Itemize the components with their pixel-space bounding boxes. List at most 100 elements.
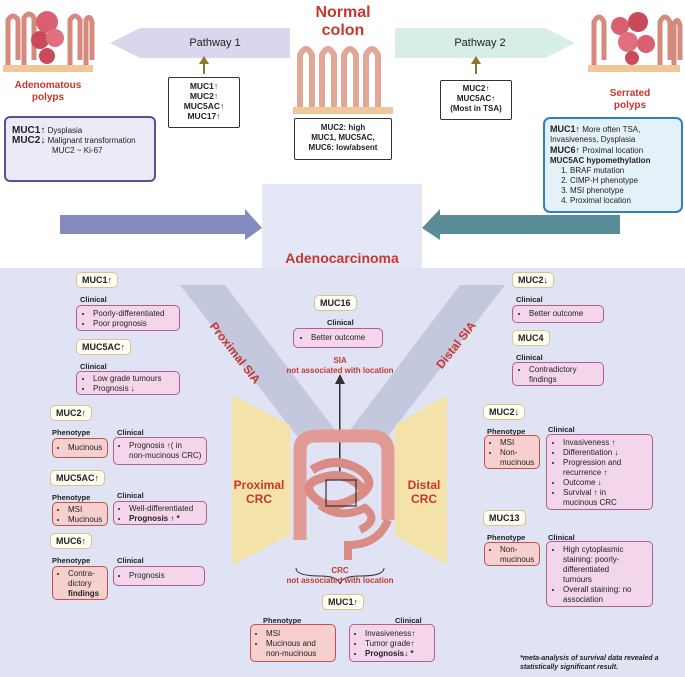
right-muc13-clinical-box: High cytoplasmic staining: poorly- diffe… [546,541,653,607]
clinical-item: Outcome ↓ [563,478,649,488]
footnote: *meta-analysis of survival data revealed… [520,655,659,671]
serr-item: Proximal location [570,196,676,206]
phenotype-item: Mucinous [68,515,105,525]
distal-sia-beam [350,285,505,440]
clinical-item: tumours [563,575,592,584]
pathway2-mucin-box: MUC2↑ MUC5AC↑ (Most in TSA) [440,80,512,120]
left-muc2-phenotype-box: Mucinous [52,438,108,458]
phenotype-item: Contra- [68,569,105,579]
normal-line3: MUC6: low/absent [308,143,378,152]
adenocarcinoma-title: Adenocarcinoma [285,250,399,266]
sia-location-note: SIA not associated with location [286,356,394,375]
distal-crc-shape [395,395,447,565]
clinical-item: Prognosis↓ * [365,649,432,659]
clinical-item: Better outcome [529,309,600,319]
clinical-item: findings [529,375,557,384]
pathway2-label: Pathway 2 [454,37,506,49]
left-muc2-gene: MUC2↑ [50,405,93,421]
clinical-item: Well-differentiated [129,504,204,514]
right-muc2-sia-gene: MUC2↓ [512,272,555,288]
clinical-item: Overall staining: no [563,585,649,595]
adenomatous-polyp-illustration [3,11,95,72]
center-muc1-gene: MUC1↑ [322,594,365,610]
clinical-item: recurrence ↑ [563,468,608,477]
left-muc1-clinical-box: Poorly-differentiatedPoor prognosis [76,305,180,331]
clinical-item: association [563,595,604,604]
left-muc5ac-sia-clinical-box: Low grade tumoursPrognosis ↓ [76,371,180,395]
clinical-item: Invasiveness ↑ [563,438,649,448]
aden-ki67: MUC2 ~ Ki-67 [52,146,103,155]
adenomatous-polyps-title: Adenomatous polyps [14,80,82,103]
clinical-item: High cytoplasmic [563,545,649,555]
clinical-item: differentiated [563,565,610,574]
right-muc13-clinical-label: Clinical [548,533,575,542]
pathway1-mucin-box: MUC1↑ MUC2↑ MUC5AC↑ MUC17↑ [168,77,240,128]
left-muc5ac-crc-phenotype-label: Phenotype [52,493,91,502]
left-muc5ac-crc-phenotype-box: MSIMucinous [52,502,108,526]
phenotype-item: Mucinous and [266,639,333,649]
serr-item: CIMP-H phenotype [570,176,676,186]
normal-line1: MUC2: high [320,123,366,132]
clinical-item: staining: poorly- [563,555,620,564]
phenotype-item: findings [68,589,100,598]
pathway1-arrow [110,28,290,58]
serr-muc1: MUC1↑ [550,124,581,134]
phenotype-item: MSI [266,629,333,639]
serrated-mucin-box: MUC1↑ More often TSA, Invasiveness, Dysp… [543,117,683,213]
center-muc16-gene: MUC16 [314,295,357,311]
phenotype-item: mucinous [500,555,535,564]
center-muc1-phenotype-label: Phenotype [263,616,302,625]
left-muc2-clinical-label: Clinical [117,428,144,437]
aden-muc1: MUC1↑ [12,125,46,136]
phenotype-item: mucinous [500,458,535,467]
center-muc16-clinical-label: Clinical [327,318,354,327]
clinical-item: non-mucinous CRC) [129,451,202,460]
aden-dysplasia: Dysplasia [47,126,83,135]
right-big-arrow [422,209,620,240]
left-muc5ac-sia-gene: MUC5AC↑ [76,339,132,355]
phenotype-item: dictory [68,579,92,588]
clinical-item: Prognosis ↑( in [129,441,204,451]
p1-muc2: MUC2↑ [189,91,219,101]
serrated-polyps-title: Serrated polyps [609,88,651,111]
clinical-item: Poorly-differentiated [93,309,176,319]
normal-colon-illustration [293,46,393,114]
right-muc2-crc-clinical-label: Clinical [548,425,575,434]
clinical-item: Prognosis ↓ [93,384,176,394]
serr-item: BRAF mutation [570,166,676,176]
clinical-item: Prognosis ↑ * [129,514,204,524]
right-muc2-crc-phenotype-label: Phenotype [487,427,526,436]
left-muc1-clinical-label: Clinical [80,295,107,304]
clinical-item: Survival ↑ in [563,488,649,498]
aden-muc2: MUC2↓ [12,135,46,146]
pathway1-label: Pathway 1 [189,37,241,49]
phenotype-item: MSI [500,438,537,448]
distal-crc-label: Distal CRC [407,478,441,506]
clinical-item: Prognosis [129,571,202,581]
clinical-item: Progression and [563,458,649,468]
right-muc2-sia-clinical-box: Better outcome [512,305,604,323]
serrated-polyp-illustration [588,12,683,72]
p2-note: (Most in TSA) [450,104,502,113]
right-muc2-crc-gene: MUC2↓ [483,404,526,420]
left-muc5ac-crc-clinical-box: Well-differentiatedPrognosis ↑ * [113,501,207,525]
phenotype-item: MSI [68,505,105,515]
adenocarcinoma-panel [262,184,422,268]
phenotype-item: non-mucinous [266,649,317,658]
up-arrow-left [199,56,209,74]
adenomatous-mucin-box: MUC1↑ Dysplasia MUC2↓ Malignant transfor… [4,116,156,182]
serr-proximal: Proximal location [582,146,644,155]
serr-invasiveness: Invasiveness, Dysplasia [550,135,636,144]
phenotype-item: Non- [500,448,537,458]
p2-muc5ac: MUC5AC↑ [456,94,496,103]
left-muc6-clinical-box: Prognosis [113,566,205,586]
clinical-item: Invasiveness↑ [365,629,432,639]
clinical-item: mucinous CRC [563,498,617,507]
left-muc6-gene: MUC6↑ [50,533,93,549]
clinical-item: Better outcome [311,333,378,343]
serr-muc6: MUC6↑ [550,145,581,155]
